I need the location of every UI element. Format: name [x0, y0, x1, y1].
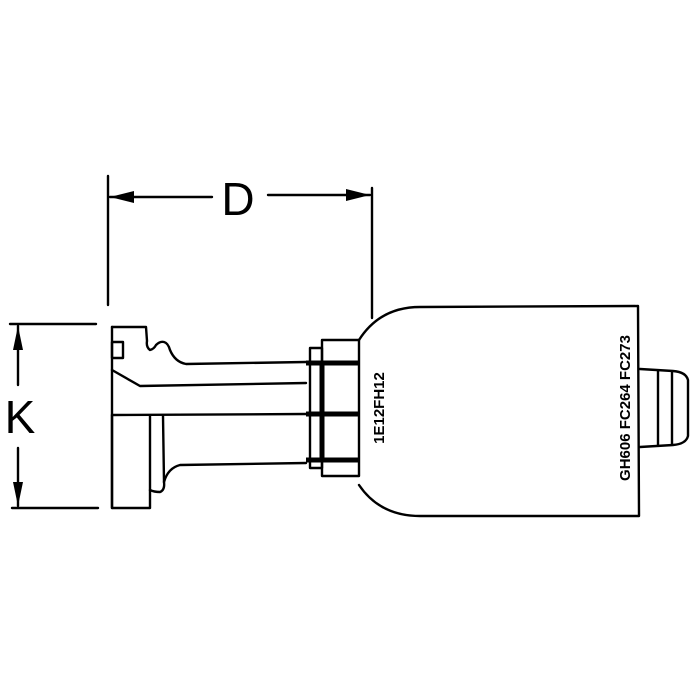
hex-nut: 1E12FH12 [306, 338, 388, 478]
dimension-label-k: K [5, 391, 36, 443]
dimension-label-d: D [221, 173, 254, 225]
arrowhead-left-icon [110, 191, 134, 203]
nut-part-number: 1E12FH12 [371, 372, 388, 444]
dimension-d: D [106, 173, 374, 320]
flange [110, 325, 308, 510]
ferrule-part-numbers: GH606 FC264 FC273 [617, 335, 634, 481]
dimension-k: K [5, 322, 100, 510]
nut-body [320, 338, 361, 478]
ferrule: GH606 FC264 FC273 [357, 304, 641, 518]
flange-notch [110, 340, 125, 360]
arrowhead-down-icon [13, 482, 23, 506]
arrowhead-up-icon [13, 326, 23, 350]
end-nipple [638, 367, 690, 449]
arrowhead-right-icon [346, 189, 370, 201]
